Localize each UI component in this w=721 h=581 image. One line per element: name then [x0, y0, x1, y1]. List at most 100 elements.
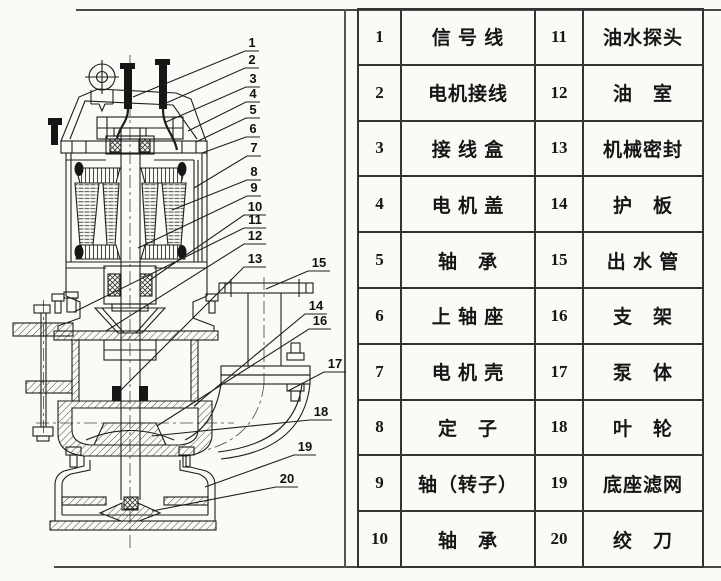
cutter: [98, 496, 162, 522]
callout-number: 6: [249, 121, 256, 136]
callout-number: 17: [328, 356, 342, 371]
part-name: 电机接线: [400, 63, 536, 122]
oil-chamber: [51, 293, 219, 334]
leader-line: [151, 486, 298, 512]
part-number: 18: [534, 398, 584, 457]
callout-number: 15: [312, 255, 326, 270]
leader-line: [120, 266, 266, 391]
callout-number: 14: [309, 298, 324, 313]
leader-line: [156, 328, 331, 427]
part-name: 底座滤网: [582, 454, 704, 513]
part-name: 接 线 盒: [400, 119, 536, 178]
motor-cable: [161, 108, 179, 151]
part-name: 定 子: [400, 398, 536, 457]
cover-flange: [60, 140, 208, 154]
part-name: 机械密封: [582, 119, 704, 178]
part-number: 10: [357, 510, 402, 568]
lower-bearing: [103, 265, 157, 312]
leader-line: [287, 371, 346, 392]
leader-line: [137, 195, 261, 249]
diagram-table-divider: [344, 9, 346, 568]
leader-line: [165, 86, 260, 123]
leader-line: [149, 214, 266, 281]
volute-bolts: [65, 446, 195, 468]
callout-number: 4: [249, 86, 257, 101]
leader-line: [73, 227, 266, 313]
part-name: 轴 承: [400, 510, 536, 568]
callout-number: 20: [280, 471, 294, 486]
guard-plate: [53, 330, 219, 341]
base-strainer: [49, 456, 217, 531]
part-number: 7: [357, 342, 402, 401]
part-name: 叶 轮: [582, 398, 704, 457]
support-frame: [71, 339, 199, 402]
part-name: 泵 体: [582, 342, 704, 401]
callout-number: 11: [248, 212, 262, 227]
part-number: 4: [357, 175, 402, 234]
leader-line: [132, 50, 259, 98]
part-name: 油水探头: [582, 8, 704, 66]
leader-line: [171, 179, 261, 211]
leader-line: [201, 136, 260, 154]
impeller: [85, 422, 175, 446]
part-number: 19: [534, 454, 584, 513]
callout-number: 7: [250, 140, 257, 155]
leader-line: [105, 243, 266, 332]
bottom-border-line: [54, 566, 721, 568]
leader-line: [193, 313, 327, 407]
callout-number: 8: [250, 164, 257, 179]
left-bracket: [12, 304, 74, 442]
callout-number: 18: [314, 404, 328, 419]
part-number: 6: [357, 286, 402, 345]
part-name: 电 机 壳: [400, 342, 536, 401]
signal-cable: [115, 108, 130, 140]
callout-number: 3: [249, 71, 256, 86]
callout-number: 13: [248, 251, 262, 266]
part-name: 上 轴 座: [400, 286, 536, 345]
part-number: 20: [534, 510, 584, 568]
part-number: 13: [534, 119, 584, 178]
motor-shell: [65, 153, 208, 296]
leader-line: [187, 101, 260, 132]
callout-number: 12: [248, 228, 262, 243]
part-name: 支 架: [582, 286, 704, 345]
part-name: 信 号 线: [400, 8, 536, 66]
callout-number: 5: [249, 102, 256, 117]
callout-number: 2: [248, 52, 255, 67]
part-number: 5: [357, 231, 402, 289]
leader-line: [204, 454, 316, 488]
lower-seat-band: [66, 261, 207, 269]
side-bolt: [48, 118, 62, 145]
callout-number: 19: [298, 439, 312, 454]
upper-bearing: [105, 127, 155, 155]
mechanical-seal: [112, 386, 148, 401]
leader-line: [151, 419, 332, 437]
outlet-pipe: [184, 279, 314, 460]
part-number: 2: [357, 63, 402, 122]
centerlines: [36, 55, 265, 550]
part-number: 9: [357, 454, 402, 513]
callout-number: 10: [248, 199, 262, 214]
callout-number: 1: [248, 35, 255, 50]
part-name: 护 板: [582, 175, 704, 234]
part-number: 17: [534, 342, 584, 401]
callout-number: 9: [250, 180, 257, 195]
part-number: 1: [357, 8, 402, 66]
part-name: 油 室: [582, 63, 704, 122]
part-number: 15: [534, 231, 584, 289]
part-name: 出 水 管: [582, 231, 704, 289]
